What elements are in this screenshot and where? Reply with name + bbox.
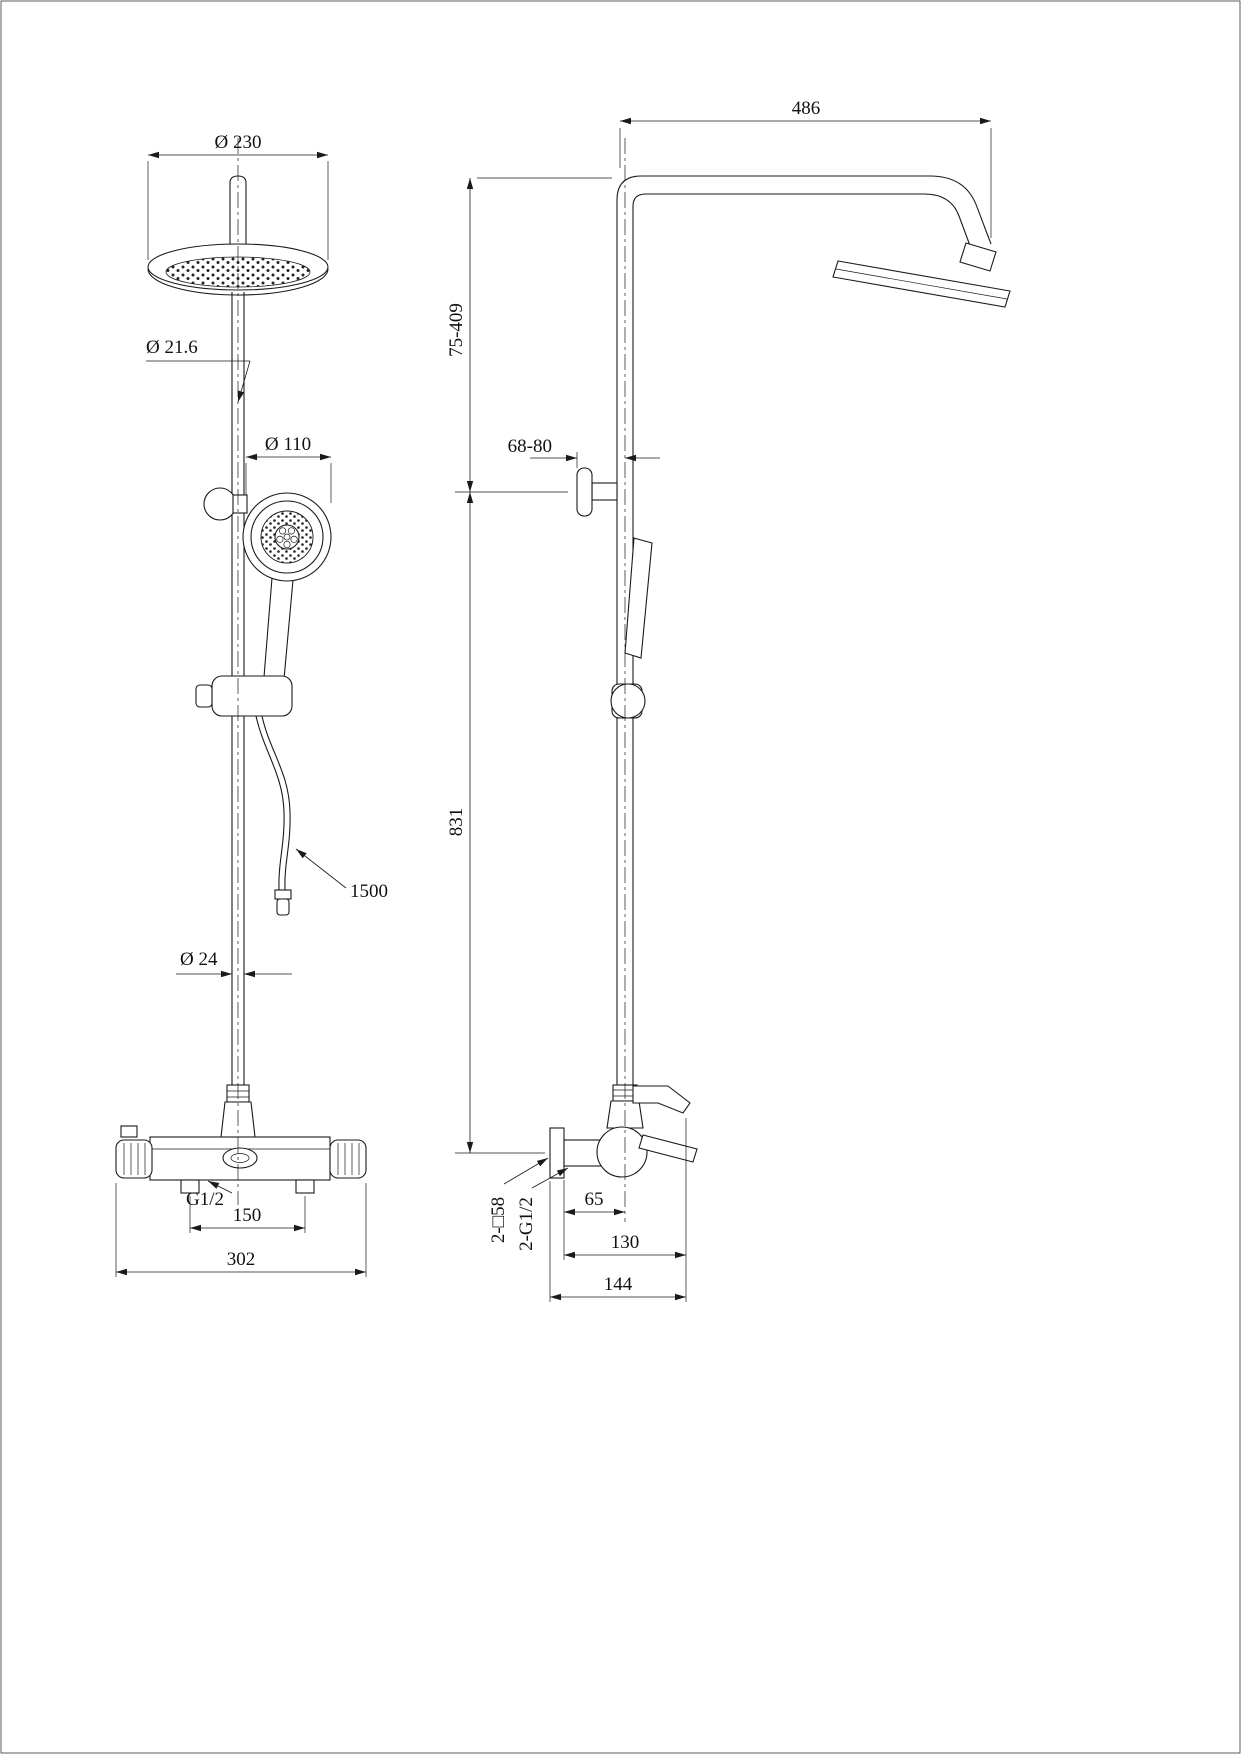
dim-upper-pipe-diameter: Ø 21.6 [146, 337, 251, 403]
dim-label-inlet-thread: G1/2 [186, 1189, 224, 1210]
dim-column-height: 831 [446, 492, 545, 1154]
dim-bracket-offset: 68-80 [508, 436, 660, 468]
nozzle [283, 540, 291, 549]
flow-handle [329, 1139, 367, 1179]
diverter-button [120, 1125, 138, 1138]
hose-nut [274, 889, 292, 900]
dim-valve-width: 302 [115, 1183, 367, 1277]
handle-side [624, 537, 653, 659]
dim-inlet-thread: G1/2 [186, 1180, 233, 1210]
valve-body-side [596, 1126, 648, 1178]
nozzle-hub [274, 524, 300, 550]
dim-label-lower-pipe: Ø 24 [180, 949, 218, 970]
mixer-valve-side [549, 1084, 698, 1179]
inlet-stub-right [295, 1179, 315, 1194]
dim-label-hose-length: 1500 [350, 881, 388, 902]
bracket-stem [591, 482, 618, 501]
holder-knob-side [610, 683, 646, 719]
slider-lock-knob [195, 684, 213, 708]
dim-label-arm-reach: 486 [792, 98, 821, 119]
wall-connection-labels: 2-□58 2-G1/2 [488, 1157, 569, 1251]
mount-block [232, 494, 248, 514]
hose-edge [255, 715, 285, 891]
nozzle [290, 535, 298, 543]
dim-total-depth: 144 [549, 1181, 686, 1302]
slider-body [211, 675, 293, 717]
dim-label-hand-shower: Ø 110 [265, 434, 311, 455]
mixer-valve-front [115, 1084, 367, 1194]
wall-union-pipe [563, 1139, 605, 1167]
hose-edge [261, 715, 291, 891]
dim-spout-offset: 65 [563, 1180, 625, 1260]
dim-spout-reach: 130 [564, 1118, 687, 1302]
dim-label-escutcheon: 2-□58 [488, 1197, 509, 1243]
dim-label-spout-reach: 130 [611, 1232, 640, 1253]
dim-label-valve-width: 302 [227, 1249, 256, 1270]
square-escutcheon [549, 1127, 565, 1179]
dim-label-upper-pipe: Ø 21.6 [146, 337, 198, 358]
dim-hand-shower-diameter: Ø 110 [245, 434, 332, 503]
nozzle [287, 527, 295, 535]
dim-head-height-range: 75-409 [446, 177, 612, 493]
hose-connector [276, 898, 290, 916]
wall-bracket-side [576, 467, 618, 517]
mount-knob [203, 487, 237, 521]
nozzle [279, 527, 287, 535]
bracket-flange [576, 467, 593, 517]
column-outer-edge [616, 175, 992, 1086]
dim-label-wall-thread: 2-G1/2 [516, 1197, 537, 1251]
lever-handle [638, 1134, 698, 1163]
side-view: 486 75-409 68-80 [446, 98, 1011, 1302]
head-detail-line [835, 268, 1008, 300]
nozzle-center [283, 533, 291, 541]
nozzle [276, 535, 284, 543]
leader-arrow [237, 360, 251, 403]
hand-shower-handle [263, 577, 294, 680]
leader-arrow [207, 1180, 233, 1194]
spout-side [632, 1085, 691, 1114]
dim-label-total-depth: 144 [604, 1274, 633, 1295]
dim-label-spout-offset: 65 [585, 1189, 604, 1210]
leader-arrow [295, 848, 347, 889]
dim-arm-reach: 486 [619, 98, 992, 238]
hand-shower-ring [250, 500, 324, 574]
ball-joint-nut [959, 242, 997, 272]
dim-label-height-range: 75-409 [446, 303, 467, 357]
dim-hose-length: 1500 [295, 848, 388, 902]
temperature-handle [115, 1139, 153, 1179]
dim-inlet-spacing: 150 [189, 1196, 306, 1233]
leader-arrow [531, 1167, 569, 1189]
body-cap-inner [230, 1153, 250, 1163]
body-cap [222, 1147, 258, 1169]
dim-label-column-height: 831 [446, 808, 467, 837]
shower-hose [255, 715, 292, 916]
hand-shower-side [610, 537, 653, 719]
hand-shower-front [203, 487, 332, 680]
inlet-stub-left [180, 1179, 200, 1194]
column-inner-edge [632, 193, 973, 1086]
dim-lower-pipe-diameter: Ø 24 [176, 949, 292, 978]
dim-label-bracket-offset: 68-80 [508, 436, 552, 457]
dim-label-inlet-spacing: 150 [233, 1205, 262, 1226]
front-view: Ø 230 Ø 21.6 Ø 110 [115, 132, 388, 1277]
slider-bracket-front [195, 675, 293, 717]
rain-shower-head-side [832, 242, 1011, 308]
leader-arrow [503, 1157, 549, 1185]
